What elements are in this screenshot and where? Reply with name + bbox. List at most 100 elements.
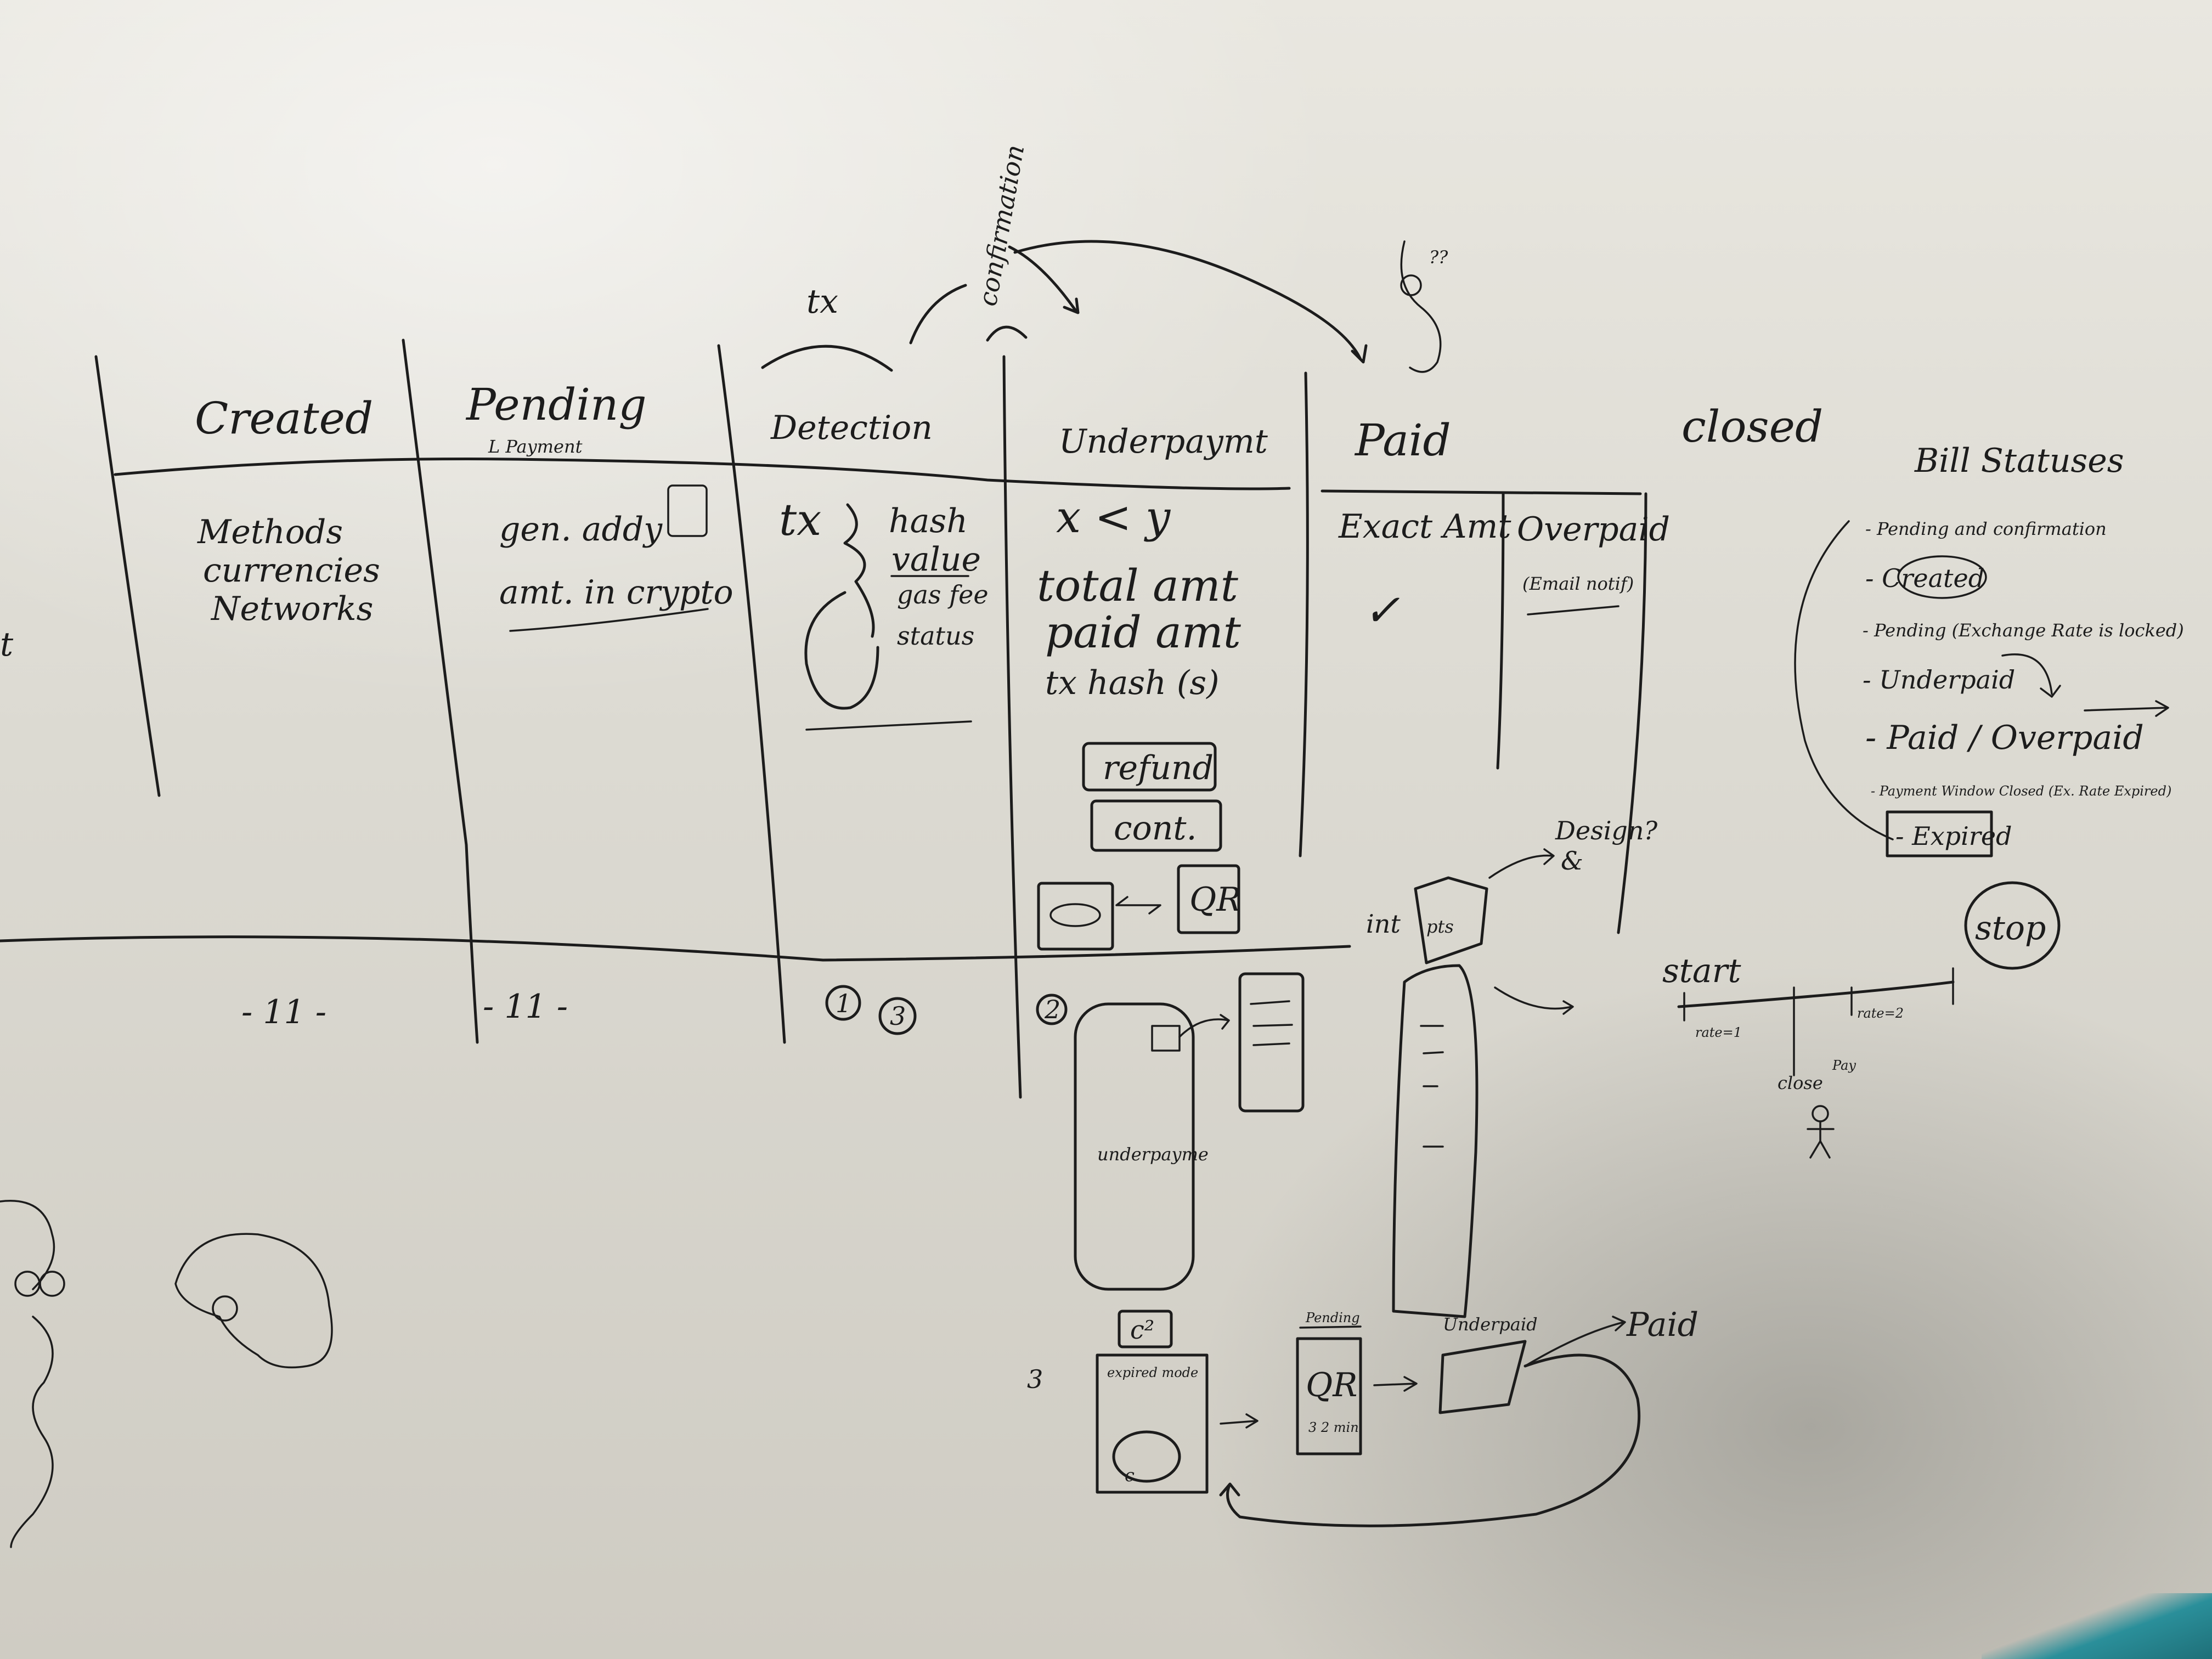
bill-statuses: Bill Statuses - Pending and confirmation… <box>1794 442 2184 857</box>
footer-circle-1 <box>825 985 861 1021</box>
pending-subtitle: L Payment <box>488 436 583 457</box>
detection-item-value: value <box>891 540 981 579</box>
column-created: Created Methods currencies Networks - 11… <box>195 393 380 1031</box>
created-item-currencies: currencies <box>203 551 380 590</box>
bottom-flow: 3 c² expired mode c Pending QR 3 2 min U… <box>1027 1306 1699 1527</box>
pending-qr-card <box>1296 1337 1362 1455</box>
refund-label: refund <box>1103 749 1214 787</box>
receipt-sketch <box>1238 972 1305 1113</box>
column-underpayment: Underpaymt x < y total amt paid amt tx h… <box>1036 422 1305 1291</box>
bottom-qr-sub: 3 2 min <box>1308 1420 1359 1435</box>
footer-circle-3 <box>878 997 917 1035</box>
pending-title: Pending <box>465 379 647 430</box>
created-title: Created <box>195 393 373 444</box>
detection-tx-label: tx <box>779 494 821 545</box>
bill-status-item-2: - Pending (Exchange Rate is locked) <box>1863 620 2184 641</box>
detection-item-hash: hash <box>889 502 968 540</box>
page-sketch <box>1414 876 1488 964</box>
wallet-sketch-icon <box>1037 882 1114 951</box>
column-dividers <box>94 338 1647 1099</box>
pending-footer: - 11 - <box>483 988 568 1026</box>
bottom-flow-number: 3 <box>1027 1364 1043 1394</box>
left-doodles: t <box>0 625 333 1548</box>
paid-check-icon: ✓ <box>1363 585 1400 636</box>
stick-figure-icon <box>1807 1105 1835 1159</box>
detection-item-status: status <box>897 621 974 651</box>
paid-design-label: Design? <box>1555 816 1657 845</box>
detection-title: Detection <box>770 409 933 447</box>
underpayment-item-txhash: tx hash (s) <box>1045 664 1220 702</box>
eye-doodle-left <box>14 1271 41 1297</box>
paid-page-label: pts <box>1426 916 1454 937</box>
wallet-shape <box>1049 903 1101 927</box>
phone-card-sketch-2 <box>1392 964 1479 1318</box>
qr-box-sketch <box>1177 864 1240 934</box>
pending-card-label: Pending <box>1305 1310 1360 1325</box>
bill-status-item-1: - Created <box>1865 563 1984 593</box>
paid-exact-amount: Exact Amt <box>1338 507 1511 546</box>
status-bracket <box>1794 520 1894 840</box>
hand-doodle <box>174 1233 333 1369</box>
created-highlight <box>1897 555 1987 599</box>
loop-sketch <box>804 591 879 710</box>
underpayment-card-label: underpayme <box>1097 1144 1209 1165</box>
detection-above-label: tx <box>806 283 838 321</box>
created-item-methods: Methods <box>197 513 343 551</box>
column-pending: Pending L Payment gen. addy amt. in cryp… <box>465 379 733 1026</box>
timeline-rate1: rate=1 <box>1695 1025 1742 1040</box>
refund-button-sketch <box>1082 742 1217 792</box>
underpaid-card-label: Underpaid <box>1443 1314 1538 1335</box>
bill-status-item-4: - Paid / Overpaid <box>1865 719 2144 757</box>
paid-int-label: int <box>1366 909 1401 939</box>
confirmation-label: confirmation <box>973 143 1030 308</box>
bill-status-item-6: - Expired <box>1895 821 2012 851</box>
paid-overpaid-note: (Email notif) <box>1522 573 1634 594</box>
squiggle-doodle <box>0 1200 55 1548</box>
footer-circle-3-label: 3 <box>890 1001 906 1031</box>
eye-doodle-right <box>39 1271 65 1297</box>
underpaid-card-sketch <box>1438 1340 1527 1414</box>
detection-item-gas-fee: gas fee <box>897 580 989 610</box>
loop-back-arrow <box>1219 1353 1641 1527</box>
bill-status-item-5: - Payment Window Closed (Ex. Rate Expire… <box>1871 783 2171 799</box>
timeline-close: close <box>1778 1073 1823 1093</box>
bill-statuses-title: Bill Statuses <box>1914 442 2124 480</box>
paid-title: Paid <box>1354 415 1451 466</box>
whiteboard-frame-edge <box>1982 1593 2212 1659</box>
qr-sketch-icon <box>667 484 708 537</box>
footer-circle-2-label: 2 <box>1044 995 1060 1024</box>
hand-eye-doodle <box>212 1295 238 1322</box>
closed-title: closed <box>1681 401 1823 452</box>
curly-brace-icon <box>843 503 875 638</box>
footer-circle-1-label: 1 <box>836 989 851 1018</box>
bottom-paid-label: Paid <box>1626 1306 1699 1344</box>
header-line <box>114 458 1642 495</box>
footer-line <box>0 935 1351 962</box>
pending-item-address: gen. addy <box>499 510 663 549</box>
timeline: start stop rate=1 rate=2 close Pay <box>1662 881 2061 1159</box>
column-paid: ?? Paid Exact Amt ✓ Overpaid (Email noti… <box>1338 240 1670 1318</box>
coin-sketch <box>1112 1430 1181 1483</box>
created-footer: - 11 - <box>241 993 326 1031</box>
bottom-qr-label: QR <box>1306 1366 1357 1404</box>
left-edge-mark: t <box>0 625 14 664</box>
cont-label: cont. <box>1114 809 1197 848</box>
expired-box <box>1886 810 1993 857</box>
footer-circle-2 <box>1036 994 1068 1025</box>
phone-card-sketch <box>1074 1002 1195 1291</box>
expired-card-letter: c <box>1125 1465 1135 1486</box>
qr-label: QR <box>1189 881 1241 919</box>
stop-circle <box>1964 881 2061 970</box>
bill-status-item-0: - Pending and confirmation <box>1865 518 2107 539</box>
c2-box-label: c² <box>1130 1315 1154 1345</box>
underpayment-item-total: total amt <box>1037 560 1239 611</box>
timeline-person-note: Pay <box>1832 1058 1856 1073</box>
pending-item-amount: amt. in crypto <box>499 573 733 612</box>
timeline-start: start <box>1662 952 1741 990</box>
confused-face-sketch <box>1400 240 1442 373</box>
timeline-rate2: rate=2 <box>1857 1006 1904 1021</box>
underpayment-item-paid: paid amt <box>1045 607 1242 658</box>
cont-button-sketch <box>1090 799 1222 852</box>
